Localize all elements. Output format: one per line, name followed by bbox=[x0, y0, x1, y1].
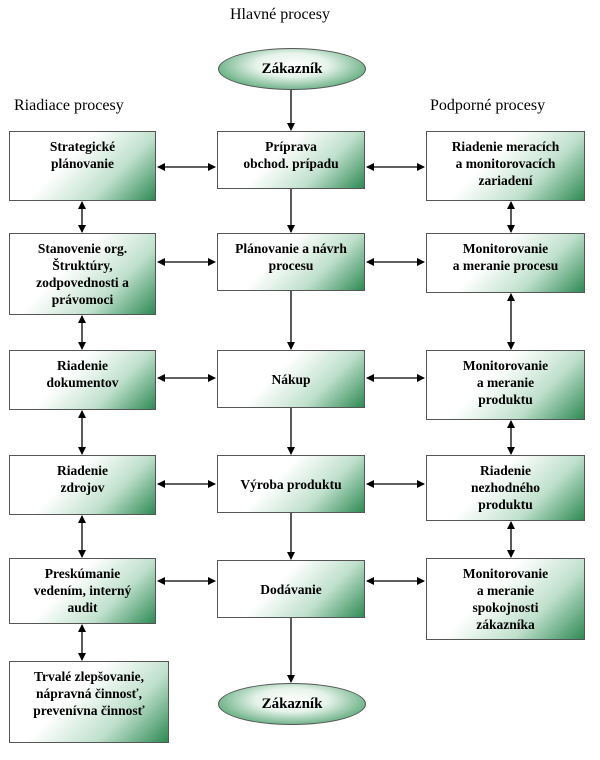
left-management-review: Preskúmanie vedením, interný audit bbox=[9, 558, 156, 624]
right-item-line: produktu bbox=[478, 497, 533, 512]
left-strategic-planning: Strategické plánovanie bbox=[9, 131, 156, 201]
right-item-line: nezhodného bbox=[470, 480, 541, 495]
main-step-preparation: Príprava obchod. prípadu bbox=[217, 131, 365, 189]
main-step-line: procesu bbox=[268, 258, 314, 273]
left-item-line: právomoci bbox=[51, 292, 114, 307]
right-item-line: Monitorovanie bbox=[462, 358, 549, 373]
right-item-line: a monitorovacích bbox=[455, 156, 556, 171]
left-item-line: prevenívna činnosť bbox=[33, 703, 145, 718]
right-item-line: spokojnosti bbox=[472, 600, 539, 615]
right-item-line: a meranie bbox=[476, 375, 535, 390]
right-item-line: produktu bbox=[478, 392, 533, 407]
right-product-monitoring: Monitorovanie a meranie produktu bbox=[426, 350, 585, 420]
left-item-line: plánovanie bbox=[50, 156, 115, 171]
right-item-line: zariadení bbox=[478, 173, 533, 188]
left-org-structure: Stanovenie org. Štruktúry, zodpovednosti… bbox=[9, 233, 156, 315]
main-step-line: Plánovanie a návrh bbox=[235, 241, 347, 256]
right-item-line: Riadenie bbox=[479, 463, 531, 478]
right-item-line: Monitorovanie bbox=[462, 566, 549, 581]
right-item-line: zákazníka bbox=[476, 617, 535, 632]
left-resource-management: Riadenie zdrojov bbox=[9, 455, 156, 515]
customer-end-label: Zákazník bbox=[261, 695, 323, 712]
right-item-line: Monitorovanie bbox=[462, 241, 549, 256]
left-document-control: Riadenie dokumentov bbox=[9, 350, 156, 410]
support-processes-header: Podporné procesy bbox=[430, 97, 546, 114]
right-item-line: a meranie bbox=[476, 583, 535, 598]
left-item-line: dokumentov bbox=[46, 375, 119, 390]
right-customer-satisfaction: Monitorovanie a meranie spokojnosti záka… bbox=[426, 558, 585, 640]
right-measuring-equipment: Riadenie meracích a monitorovacích zaria… bbox=[426, 131, 585, 201]
main-step-purchasing: Nákup bbox=[217, 350, 365, 408]
left-item-line: Strategické bbox=[49, 139, 116, 154]
customer-end-ellipse: Zákazník bbox=[218, 683, 366, 725]
main-step-line: obchod. prípadu bbox=[243, 156, 339, 171]
left-item-line: Stanovenie org. bbox=[37, 241, 128, 256]
main-step-line: Príprava bbox=[265, 139, 317, 154]
main-step-line: Výroba produktu bbox=[240, 476, 342, 492]
main-step-production: Výroba produktu bbox=[217, 455, 365, 513]
left-item-line: Riadenie bbox=[56, 358, 108, 373]
main-step-line: Dodávanie bbox=[260, 581, 322, 597]
customer-start-ellipse: Zákazník bbox=[218, 48, 366, 90]
left-item-line: Preskúmanie bbox=[44, 566, 121, 581]
right-nonconforming-product: Riadenie nezhodného produktu bbox=[426, 455, 585, 521]
main-step-delivery: Dodávanie bbox=[217, 560, 365, 618]
customer-start-label: Zákazník bbox=[261, 60, 323, 77]
main-step-line: Nákup bbox=[271, 371, 311, 387]
right-item-line: Riadenie meracích bbox=[451, 139, 560, 154]
left-item-line: audit bbox=[67, 600, 98, 615]
left-item-line: vedením, interný bbox=[33, 583, 132, 598]
left-item-line: zodpovednosti a bbox=[36, 275, 129, 290]
left-item-line: nápravná činnosť, bbox=[35, 686, 143, 701]
right-process-monitoring: Monitorovanie a meranie procesu bbox=[426, 233, 585, 293]
main-step-planning: Plánovanie a návrh procesu bbox=[217, 233, 365, 291]
control-processes-header: Riadiace procesy bbox=[14, 97, 124, 114]
main-processes-header: Hlavné procesy bbox=[230, 6, 330, 23]
left-item-line: Trvalé zlepšovanie, bbox=[34, 669, 144, 684]
left-item-line: zdrojov bbox=[60, 480, 105, 495]
left-item-line: Riadenie bbox=[56, 463, 108, 478]
right-item-line: a meranie procesu bbox=[452, 258, 559, 273]
left-continual-improvement: Trvalé zlepšovanie, nápravná činnosť, pr… bbox=[9, 661, 169, 743]
left-item-line: Štruktúry, bbox=[52, 258, 113, 273]
